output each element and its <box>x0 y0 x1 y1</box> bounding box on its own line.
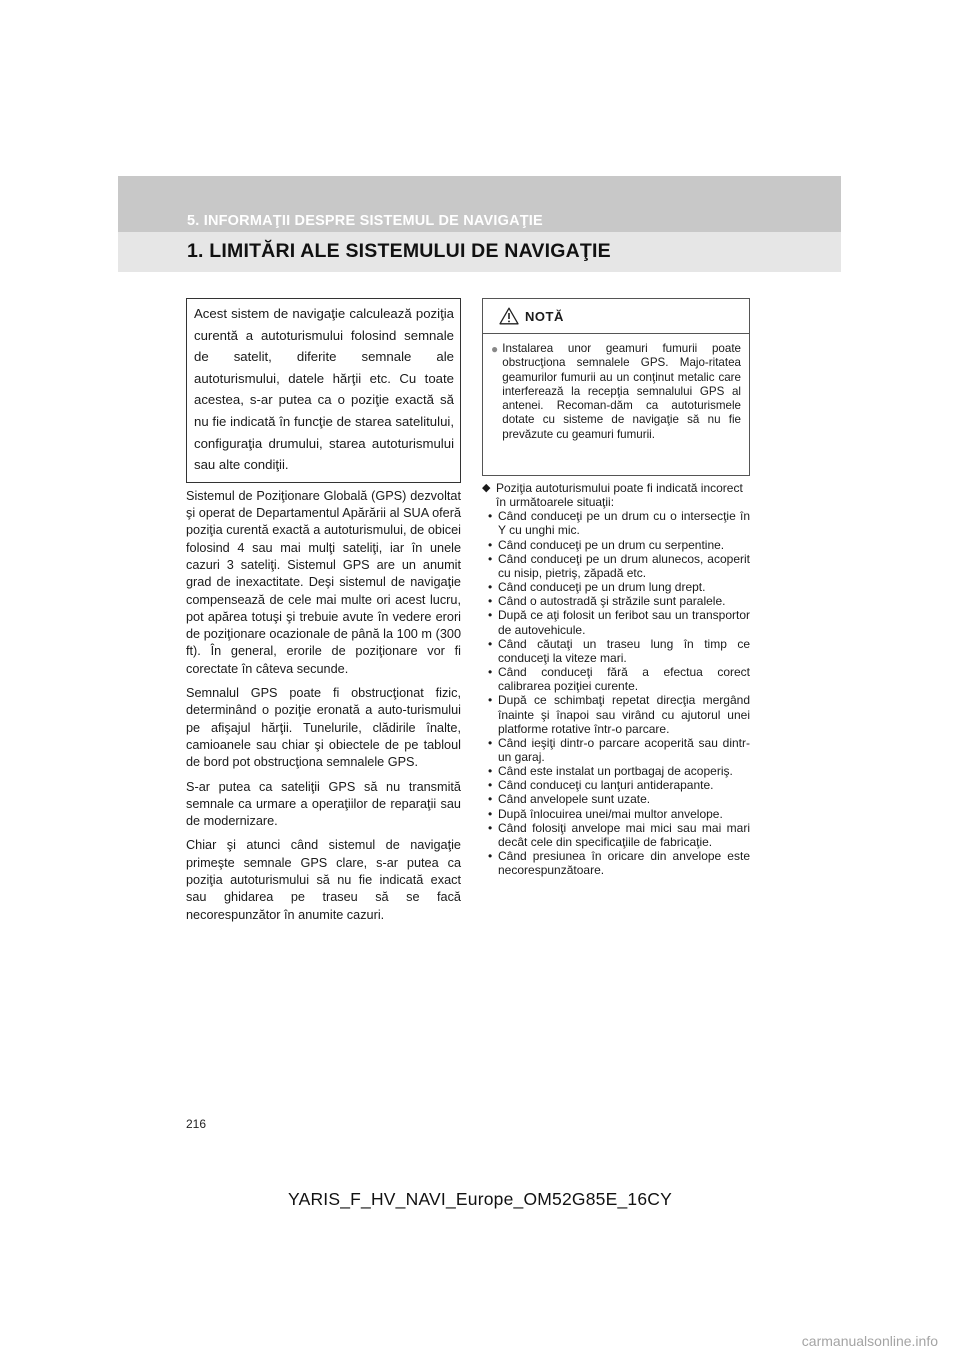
left-column: Acest sistem de navigaţie calculează poz… <box>186 298 461 931</box>
note-body: ● Instalarea unor geamuri fumurii poate … <box>483 334 749 442</box>
diamond-bullet-icon: ◆ <box>482 482 491 494</box>
list-item: După ce aţi folosit un feribot sau un tr… <box>488 608 750 636</box>
right-column: NOTĂ ● Instalarea unor geamuri fumurii p… <box>482 298 750 877</box>
list-item: Când este instalat un portbagaj de acope… <box>488 764 750 778</box>
warning-triangle-icon <box>499 307 519 325</box>
list-item: Când presiunea în oricare din anvelope e… <box>488 849 750 877</box>
situations-items: Când conduceţi pe un drum cu o intersecţ… <box>482 509 750 877</box>
circle-bullet-icon: ● <box>491 342 499 356</box>
list-item: Când o autostradă şi străzile sunt paral… <box>488 594 750 608</box>
paragraph: Semnalul GPS poate fi obstrucţionat fizi… <box>186 686 461 770</box>
situations-heading: Poziţia autoturismului poate fi indicată… <box>496 481 743 510</box>
note-title: NOTĂ <box>525 309 564 324</box>
situations-heading-row: ◆ Poziţia autoturismului poate fi indica… <box>482 481 750 509</box>
chapter-bar <box>118 232 841 272</box>
situations-list: ◆ Poziţia autoturismului poate fi indica… <box>482 481 750 877</box>
list-item: Când conduceţi pe un drum cu serpentine. <box>488 538 750 552</box>
list-item: Când căutaţi un traseu lung în timp ce c… <box>488 637 750 665</box>
note-header: NOTĂ <box>483 299 749 334</box>
list-item: După înlocuirea unei/mai multor anvelope… <box>488 807 750 821</box>
section-label: 5. INFORMAŢII DESPRE SISTEMUL DE NAVIGAŢ… <box>187 213 543 229</box>
note-text: Instalarea unor geamuri fumurii poate ob… <box>502 342 741 441</box>
chapter-title: 1. LIMITĂRI ALE SISTEMULUI DE NAVIGAŢIE <box>187 240 611 262</box>
list-item: Când folosiţi anvelope mai mici sau mai … <box>488 821 750 849</box>
intro-box: Acest sistem de navigaţie calculează poz… <box>186 298 461 483</box>
list-item: Când ieşiţi dintr-o parcare acoperită sa… <box>488 736 750 764</box>
list-item: Când conduceţi fără a efectua corect cal… <box>488 665 750 693</box>
note-box: NOTĂ ● Instalarea unor geamuri fumurii p… <box>482 298 750 476</box>
page-number: 216 <box>186 1117 207 1131</box>
paragraph: Chiar şi atunci când sistemul de navigaţ… <box>186 838 461 922</box>
list-item: Când anvelopele sunt uzate. <box>488 792 750 806</box>
list-item: Când conduceţi pe un drum alunecos, acop… <box>488 552 750 580</box>
list-item: Când conduceţi pe un drum cu o intersecţ… <box>488 509 750 537</box>
paragraph: S-ar putea ca sateliţii GPS să nu transm… <box>186 779 461 829</box>
list-item: Când conduceţi pe un drum lung drept. <box>488 580 750 594</box>
document-code: YARIS_F_HV_NAVI_Europe_OM52G85E_16CY <box>288 1189 672 1209</box>
paragraph: Sistemul de Poziţionare Globală (GPS) de… <box>186 488 461 676</box>
list-item: Când conduceţi cu lanţuri antiderapante. <box>488 778 750 792</box>
watermark-link[interactable]: carmanualsonline.info <box>801 1333 938 1349</box>
list-item: După ce schimbaţi repetat direcţia mergâ… <box>488 693 750 735</box>
